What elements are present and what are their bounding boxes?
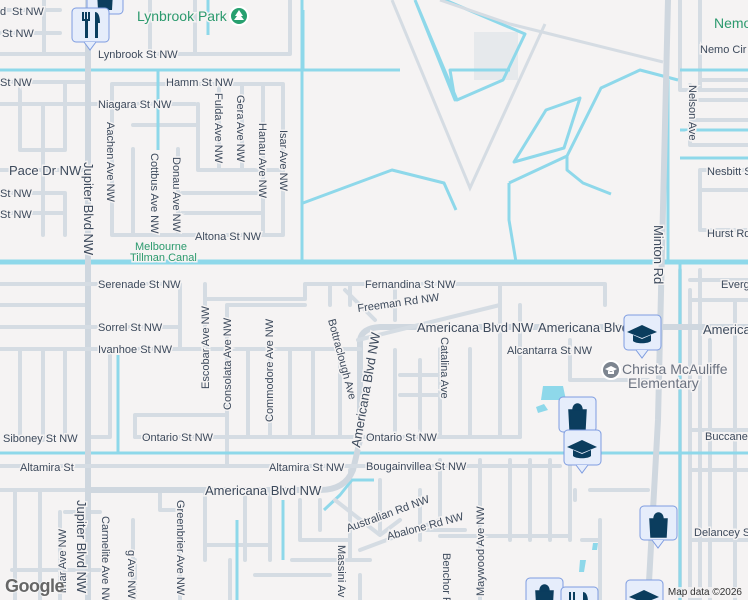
street-label: Buccane [705,431,748,443]
school-pin[interactable] [623,314,662,359]
street-labels: d St NW St NW Lynbrook St NW Hamm St NW … [0,5,748,600]
abalone-rd [333,498,442,552]
street-label: Americana [703,322,748,337]
street-label: Ivanhoe St NW [98,344,173,356]
street-label: Commodore Ave NW [264,318,276,422]
street-label: Alcantarra St NW [507,345,593,357]
shopping-pin[interactable] [558,396,597,433]
street-label: Everg [721,279,748,291]
restaurant-pin[interactable] [560,586,599,600]
park-icon[interactable] [229,6,249,26]
street-label: Fernandina St NW [365,279,456,291]
school-place-icon[interactable] [601,360,621,380]
street-label: Altamira St [20,462,74,474]
street-label: Ontario St NW [366,432,438,444]
street-label: Hamm St NW [166,77,234,89]
shopping-bag-icon [535,584,554,600]
street-label: Pace Dr NW [9,163,82,178]
street-label: Freeman Rd NW [357,292,441,315]
street-label: Cottbus Ave NW [148,153,160,234]
lynbrook-park-label[interactable]: Lynbrook Park [136,7,230,26]
street-label: Americana Blvd NW [205,483,322,498]
street-label: Jupiter Blvd NW [81,162,96,256]
street-label: Nesbitt S [707,166,748,178]
americana-blvd [85,324,748,493]
street-label: Altamira St NW [269,462,345,474]
street-label: g Ave NW [125,550,137,599]
street-label: St NW [0,209,32,221]
street-label: Delancey St [694,527,748,539]
pond [579,543,598,572]
street-label: Maywood Ave NW [475,506,487,596]
street-label: St NW [0,188,32,200]
graduation-cap-icon [629,590,659,600]
fork-knife-icon [569,592,588,600]
street-label: Carmelite Ave NW [99,516,111,600]
street-label: Sorrel St NW [98,322,163,334]
land-parcel [474,32,518,80]
street-label: Bougainvillea St NW [366,461,467,473]
school-label[interactable]: Christa McAuliffe [621,360,730,379]
street-label: Niagara St NW [98,99,172,111]
street-label: Ontario St NW [142,432,214,444]
street-label: lmar Ave NW [57,528,69,593]
shopping-pin[interactable] [639,505,678,549]
street-label: Isar Ave NW [277,130,289,192]
street-label: Massini Av [335,545,347,598]
street-label: Donau Ave NW [170,157,182,233]
street-label: Serenade St NW [98,279,181,291]
school-pin[interactable] [563,429,602,474]
street-label: Lynbrook St NW [98,49,178,61]
street-label: Nemo Cir N [700,44,748,56]
google-logo: Google [5,576,65,596]
shopping-pin[interactable] [525,577,564,600]
street-label: Greenbrier Ave NW [174,500,186,596]
ivanhoe-st [0,282,362,351]
street-label: Consolata Ave NW [222,317,234,410]
street-label: Nelson Ave [686,85,698,140]
street-label: Benchor R [440,553,452,600]
street-label: St NW [2,28,34,40]
fork-knife-icon [82,12,100,38]
street-label: Americana Blvd NW [417,320,534,335]
street-label: Hanau Ave NW [256,123,268,199]
street-label: Escobar Ave NW [200,305,212,389]
street-label: Minton Rd [651,225,666,284]
shopping-bag-icon [649,512,668,538]
street-label: St NW [0,77,32,89]
street-label: Fulda Ave NW [212,93,224,164]
graduation-cap-icon [627,325,657,344]
graduation-cap-icon [567,440,597,459]
street-label: Catalina Ave [438,337,450,399]
park-label: Nemo [714,15,748,31]
pond [536,404,548,413]
street-label: Gera Ave NW [234,95,246,163]
track [390,0,664,192]
freeman-rd [343,288,502,342]
street-label: Aachen Ave NW [104,122,116,203]
school-label[interactable]: Elementary [627,374,701,393]
shopping-bag-icon [568,403,587,430]
street-label: Jupiter Blvd NW [74,500,89,594]
restaurant-pin[interactable] [71,7,110,51]
street-label: St NW [12,6,44,18]
street-label: Americana Blvd [538,320,629,335]
street-label: d [0,6,6,18]
canal-label: Melbourne [135,241,187,253]
street-label: Hurst Rd [707,228,748,240]
school-pin[interactable] [625,579,664,600]
canal-label: Tillman Canal [130,252,197,264]
map-attribution[interactable]: Map data ©2026 [665,587,744,598]
street-label: Altona St NW [195,231,262,243]
street-label: Siboney St NW [3,433,78,445]
pond [541,386,566,400]
